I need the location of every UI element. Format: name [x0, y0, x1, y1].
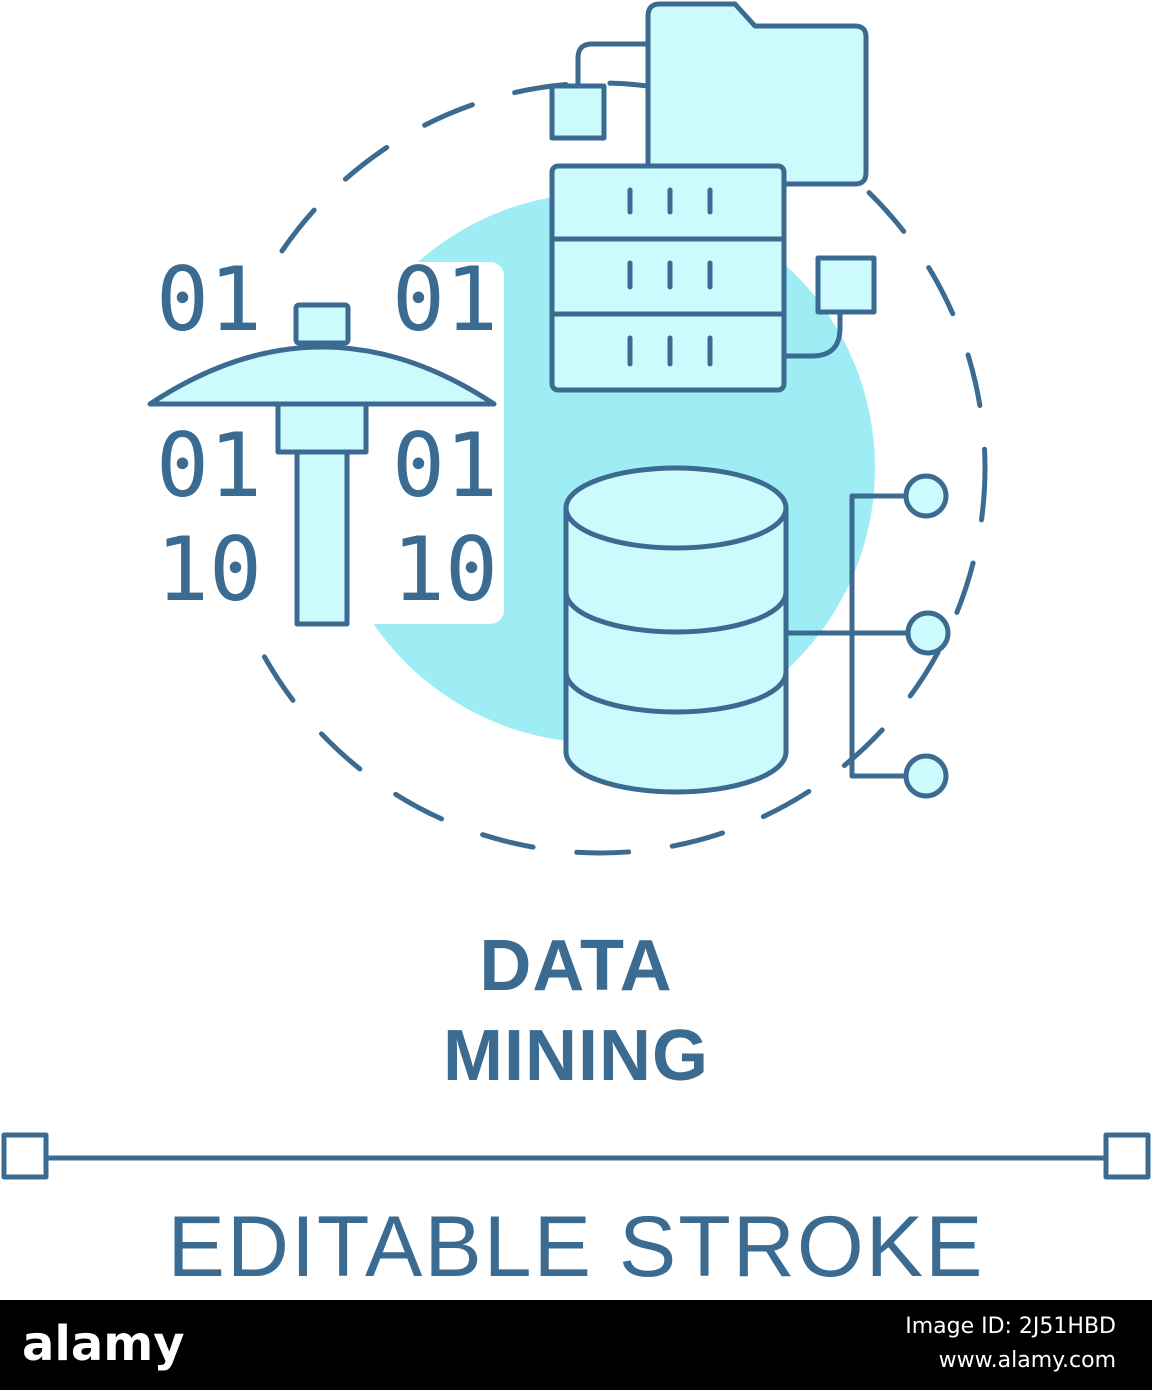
binary-digit: 10: [156, 518, 262, 621]
dashed-ring: [212, 80, 988, 856]
footer-info: Image ID: 2J51HBD www.alamy.com: [905, 1310, 1116, 1378]
footer-logo: alamy: [22, 1316, 185, 1372]
title-line-2: MINING: [443, 1016, 709, 1096]
server-icon: [549, 163, 877, 393]
binary-digit: 01: [392, 414, 498, 517]
database-icon: [563, 465, 789, 795]
site-url: www.alamy.com: [938, 1348, 1116, 1373]
binary-digit: 01: [156, 248, 262, 351]
image-id: Image ID: 2J51HBD: [905, 1314, 1116, 1339]
pickaxe-icon: [147, 302, 497, 627]
binary-digit: 01: [392, 248, 498, 351]
binary-digits: 01 01 01 01 10 10: [156, 248, 498, 621]
folder-icon: [549, 1, 869, 187]
stroke-guide: [1, 1132, 1151, 1180]
data-mining-illustration: 01 01 01 01 10 10: [1, 1, 1151, 1180]
binary-digit: 10: [392, 518, 498, 621]
title-line-1: DATA: [479, 926, 673, 1006]
binary-digit: 01: [156, 414, 262, 517]
network-tree-icon: [783, 473, 951, 799]
subtitle: EDITABLE STROKE: [167, 1199, 985, 1295]
footer-bar: alamy Image ID: 2J51HBD www.alamy.com: [0, 1300, 1152, 1390]
